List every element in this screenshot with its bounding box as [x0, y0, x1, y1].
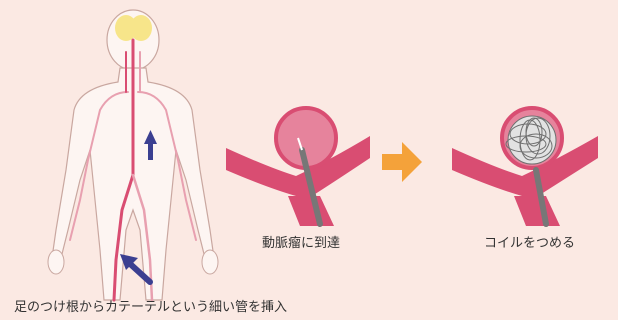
left-hand: [48, 250, 64, 274]
right-hand: [202, 250, 218, 274]
caption-insert-catheter: 足のつけ根からカテーテルという細い管を挿入: [14, 296, 287, 315]
caption-fill-coil: コイルをつめる: [484, 232, 575, 251]
caption-reach-aneurysm: 動脈瘤に到達: [262, 232, 340, 251]
brain-right-icon: [130, 15, 152, 41]
